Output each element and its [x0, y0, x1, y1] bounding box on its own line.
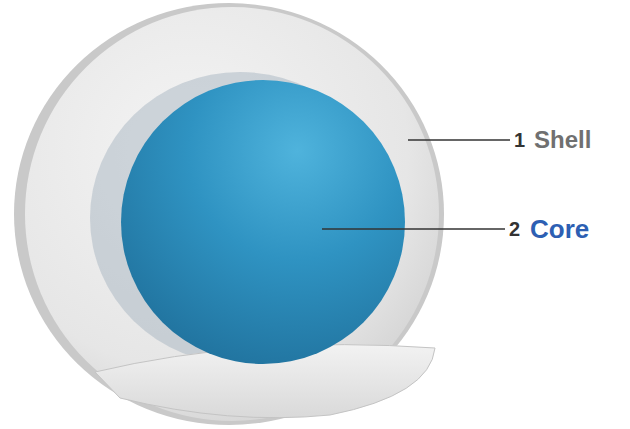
leader-line [408, 139, 510, 141]
part-name: Core [530, 216, 589, 242]
shell [25, 7, 439, 421]
leader-line [322, 228, 505, 230]
core [121, 80, 405, 364]
callout-number: 1 [514, 130, 525, 150]
part-name: Shell [534, 128, 591, 152]
shell-edge [14, 3, 444, 425]
callout-number: 2 [509, 219, 520, 239]
